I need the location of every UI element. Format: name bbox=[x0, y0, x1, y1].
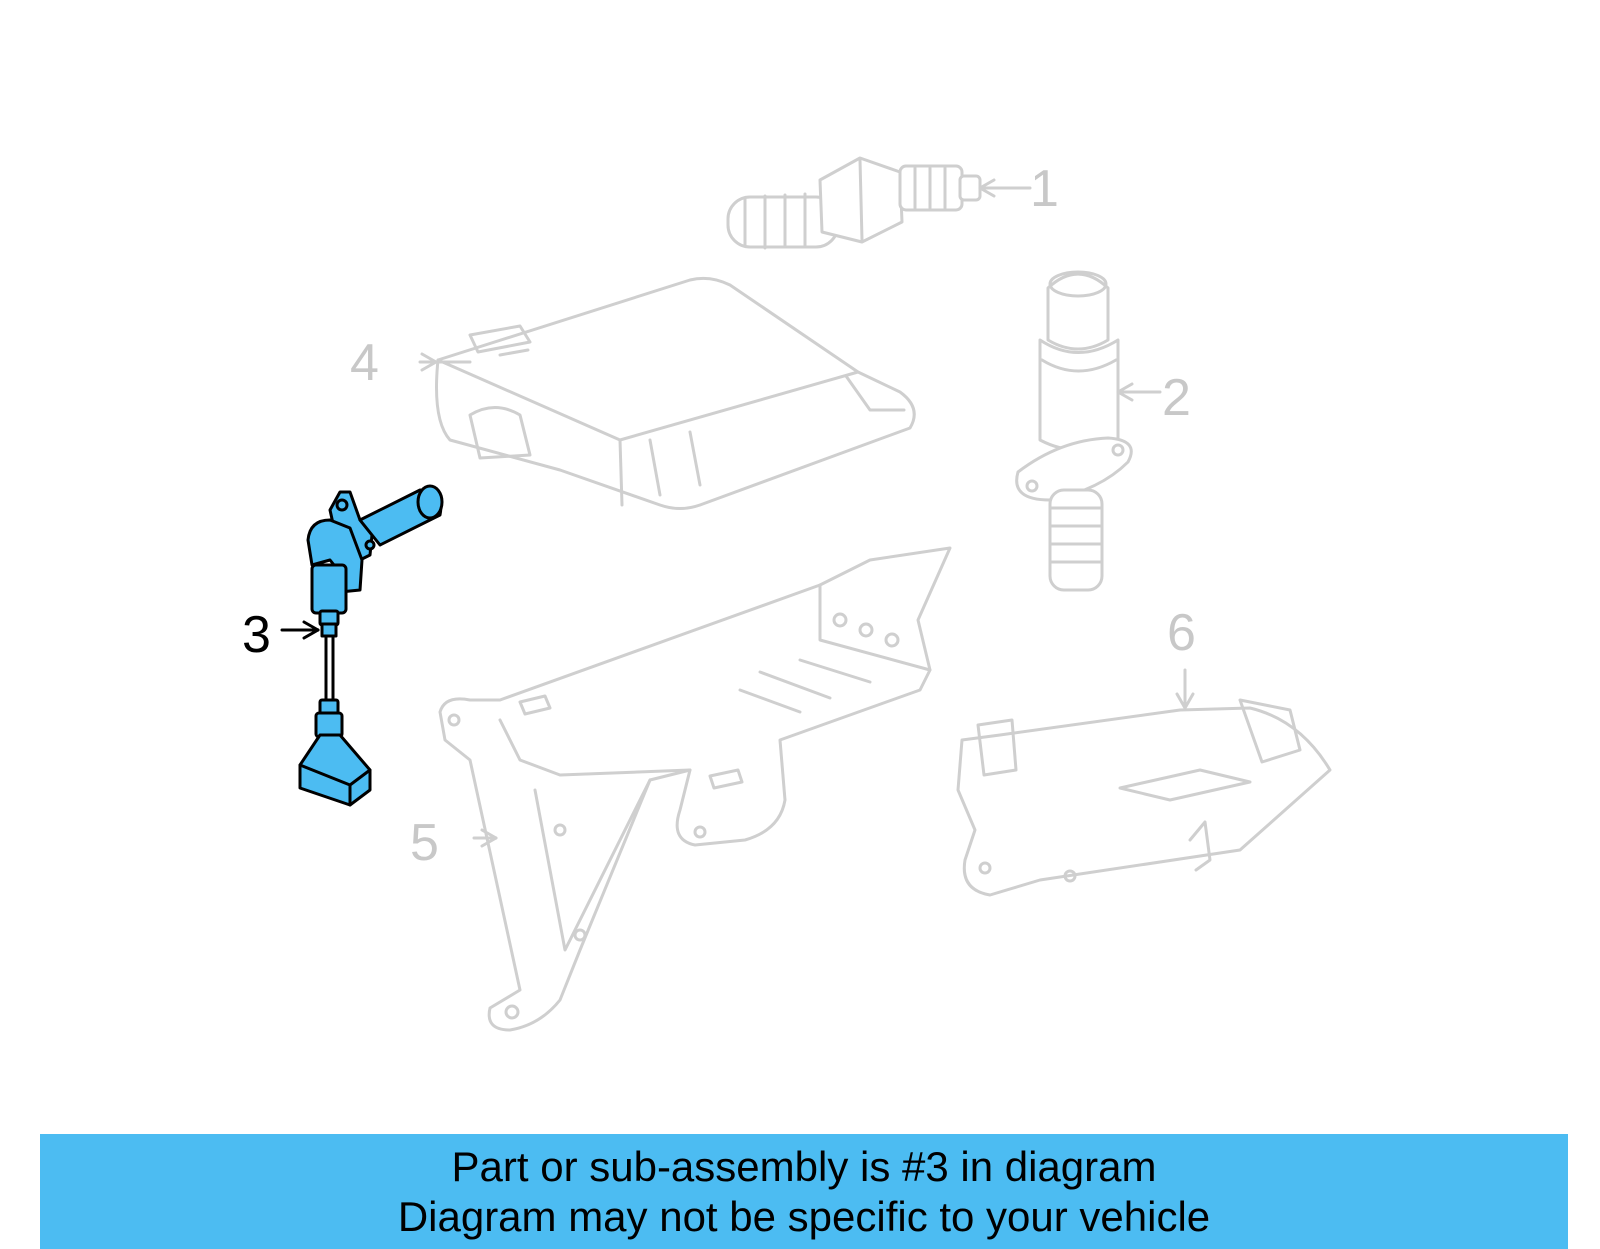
callout-1: 1 bbox=[1030, 160, 1059, 218]
part-5-bracket bbox=[438, 546, 952, 1032]
banner-line-1: Part or sub-assembly is #3 in diagram bbox=[451, 1143, 1157, 1190]
part-1-sensor bbox=[726, 156, 1032, 250]
info-banner: Part or sub-assembly is #3 in diagram Di… bbox=[40, 1134, 1568, 1249]
part-4-control-module bbox=[418, 276, 916, 510]
part-6-plate bbox=[956, 668, 1332, 897]
part-2-solenoid bbox=[1015, 270, 1162, 592]
banner-line-2: Diagram may not be specific to your vehi… bbox=[397, 1193, 1211, 1240]
parts-diagram: 1 2 4 bbox=[242, 156, 1332, 1032]
callout-3: 3 bbox=[242, 606, 271, 664]
part-3-sensor-highlighted[interactable] bbox=[280, 484, 444, 807]
callout-4: 4 bbox=[350, 334, 379, 392]
callout-2: 2 bbox=[1162, 369, 1191, 427]
callout-6: 6 bbox=[1167, 604, 1196, 662]
callout-5: 5 bbox=[410, 814, 439, 872]
